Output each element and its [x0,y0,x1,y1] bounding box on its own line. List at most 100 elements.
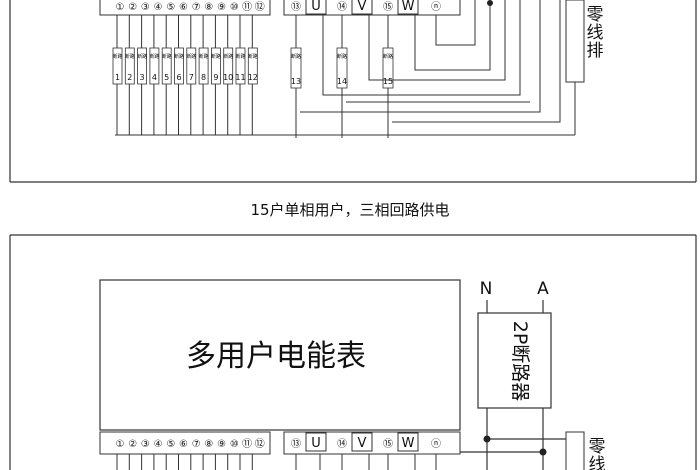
top-wires [115,0,576,138]
top-breaker-num-3: 3 [140,73,145,82]
top-terminal-strip-left [99,0,271,16]
bottom-terminal-12: ⑫ [255,438,265,450]
top-breaker-num-1: 1 [115,73,120,82]
top-neutral-label-2: 线 [587,23,604,43]
breaker-box [477,312,552,409]
top-breaker-num-6: 6 [176,73,181,82]
top-breaker-tag-14: 断路 [337,53,347,60]
top-breaker-num-8: 8 [201,73,206,82]
top-breaker-11 [235,47,246,85]
top-breaker-9 [210,47,221,85]
top-phase-box-W [397,0,419,15]
top-breaker-tag-6: 断路 [174,53,184,60]
top-terminal-12: ⑫ [255,1,265,13]
top-breaker-1 [112,47,123,85]
top-terminal-11: ⑪ [242,1,252,13]
top-breaker-tag-12: 断路 [248,53,258,60]
top-breaker-num-4: 4 [152,73,157,82]
top-phase-label-U: U [311,0,321,14]
top-breaker-2 [124,47,135,85]
bottom-terminal-11: ⑪ [242,438,252,450]
top-junction-dot [487,0,493,6]
top-breaker-tag-1: 断路 [112,53,122,60]
bottom-phase-num-1: ⑬ [291,438,301,450]
top-phase-num-1: ⑬ [291,1,301,13]
caption: 15户单相用户，三相回路供电 [250,201,449,219]
terminal-n-label: N [480,279,493,299]
neutral-bar [565,431,585,470]
bottom-phase-num-2: ⑭ [337,438,347,450]
top-terminal-7: ⑦ [192,2,201,13]
bottom-terminal-8: ⑧ [204,439,213,450]
top-terminal-5: ⑤ [166,2,175,13]
top-breaker-num-15: 15 [383,77,393,86]
top-phase-box-V [351,0,373,15]
top-breaker-tag-2: 断路 [125,53,135,60]
neutral-label-2: 线 [589,455,606,470]
top-breaker-num-2: 2 [127,73,132,82]
top-breaker-5 [161,47,172,85]
top-breaker-tag-4: 断路 [149,53,159,60]
top-breaker-tag-7: 断路 [186,53,196,60]
top-neutral-bar [565,0,585,83]
bottom-terminal-5: ⑤ [166,439,175,450]
top-neutral-label-3: 排 [587,41,604,61]
top-terminal-10: ⑩ [230,2,239,13]
bottom-phase-label-W: W [402,436,415,451]
top-phase-num-2: ⑭ [337,1,347,13]
bottom-terminal-6: ⑥ [179,439,188,450]
top-breaker-6 [174,47,184,85]
breaker-label: 2P断路器 [509,321,531,402]
meter-box [99,279,461,431]
neutral-label-1: 零 [589,437,606,457]
top-terminal-3: ③ [141,2,150,13]
top-neutral-label-1: 零 [587,5,604,25]
top-terminal-1: ① [116,2,125,13]
top-breaker-7 [186,47,197,85]
top-terminal-2: ② [128,2,137,13]
top-breaker-10 [223,47,234,85]
bottom-terminal-3: ③ [141,439,150,450]
bottom-wires [116,454,437,470]
top-breaker-tag-9: 断路 [211,53,221,60]
bottom-phase-label-V: V [358,436,367,451]
top-breaker-tag-15: 断路 [383,53,393,60]
top-breaker-num-7: 7 [189,73,194,82]
bottom-terminal-2: ② [128,439,137,450]
bottom-phase-num-3: ⑮ [383,438,393,450]
top-breaker-12 [247,47,258,85]
bottom-terminal-4: ④ [154,439,163,450]
top-phase-num-3: ⑮ [383,1,393,13]
top-breaker-num-11: 11 [235,73,245,82]
bottom-terminal-1: ① [116,439,125,450]
top-phase-label-V: V [358,0,367,14]
bottom-phase-label-U: U [311,436,321,451]
top-breaker-tag-3: 断路 [137,53,147,60]
top-terminal-9: ⑨ [217,2,226,13]
top-breaker-num-14: 14 [337,77,347,86]
top-breaker-num-5: 5 [164,73,169,82]
top-breaker-num-13: 13 [291,77,301,86]
bottom-phase-box-V [351,432,373,452]
top-breaker-tag-8: 断路 [199,53,209,60]
bottom-phase-box-W [397,432,419,452]
top-phase-label-W: W [402,0,415,14]
top-phase-box-U [305,0,327,15]
top-breaker-num-12: 12 [248,73,258,82]
bottom-terminal-7: ⑦ [192,439,201,450]
top-terminal-8: ⑧ [204,2,213,13]
top-terminal-4: ④ [154,2,163,13]
top-breaker-3 [137,47,148,85]
top-breaker-num-10: 10 [223,73,233,82]
top-breaker-tag-5: 断路 [162,53,172,60]
top-terminal-6: ⑥ [179,2,188,13]
junction-dot-n [483,435,491,443]
top-breaker-num-9: 9 [213,73,218,82]
top-phase-num-4: ⓝ [431,1,441,13]
terminal-strip-left [99,431,271,455]
top-breaker-tag-11: 断路 [235,53,245,60]
bottom-phase-num-4: ⓝ [431,438,441,450]
